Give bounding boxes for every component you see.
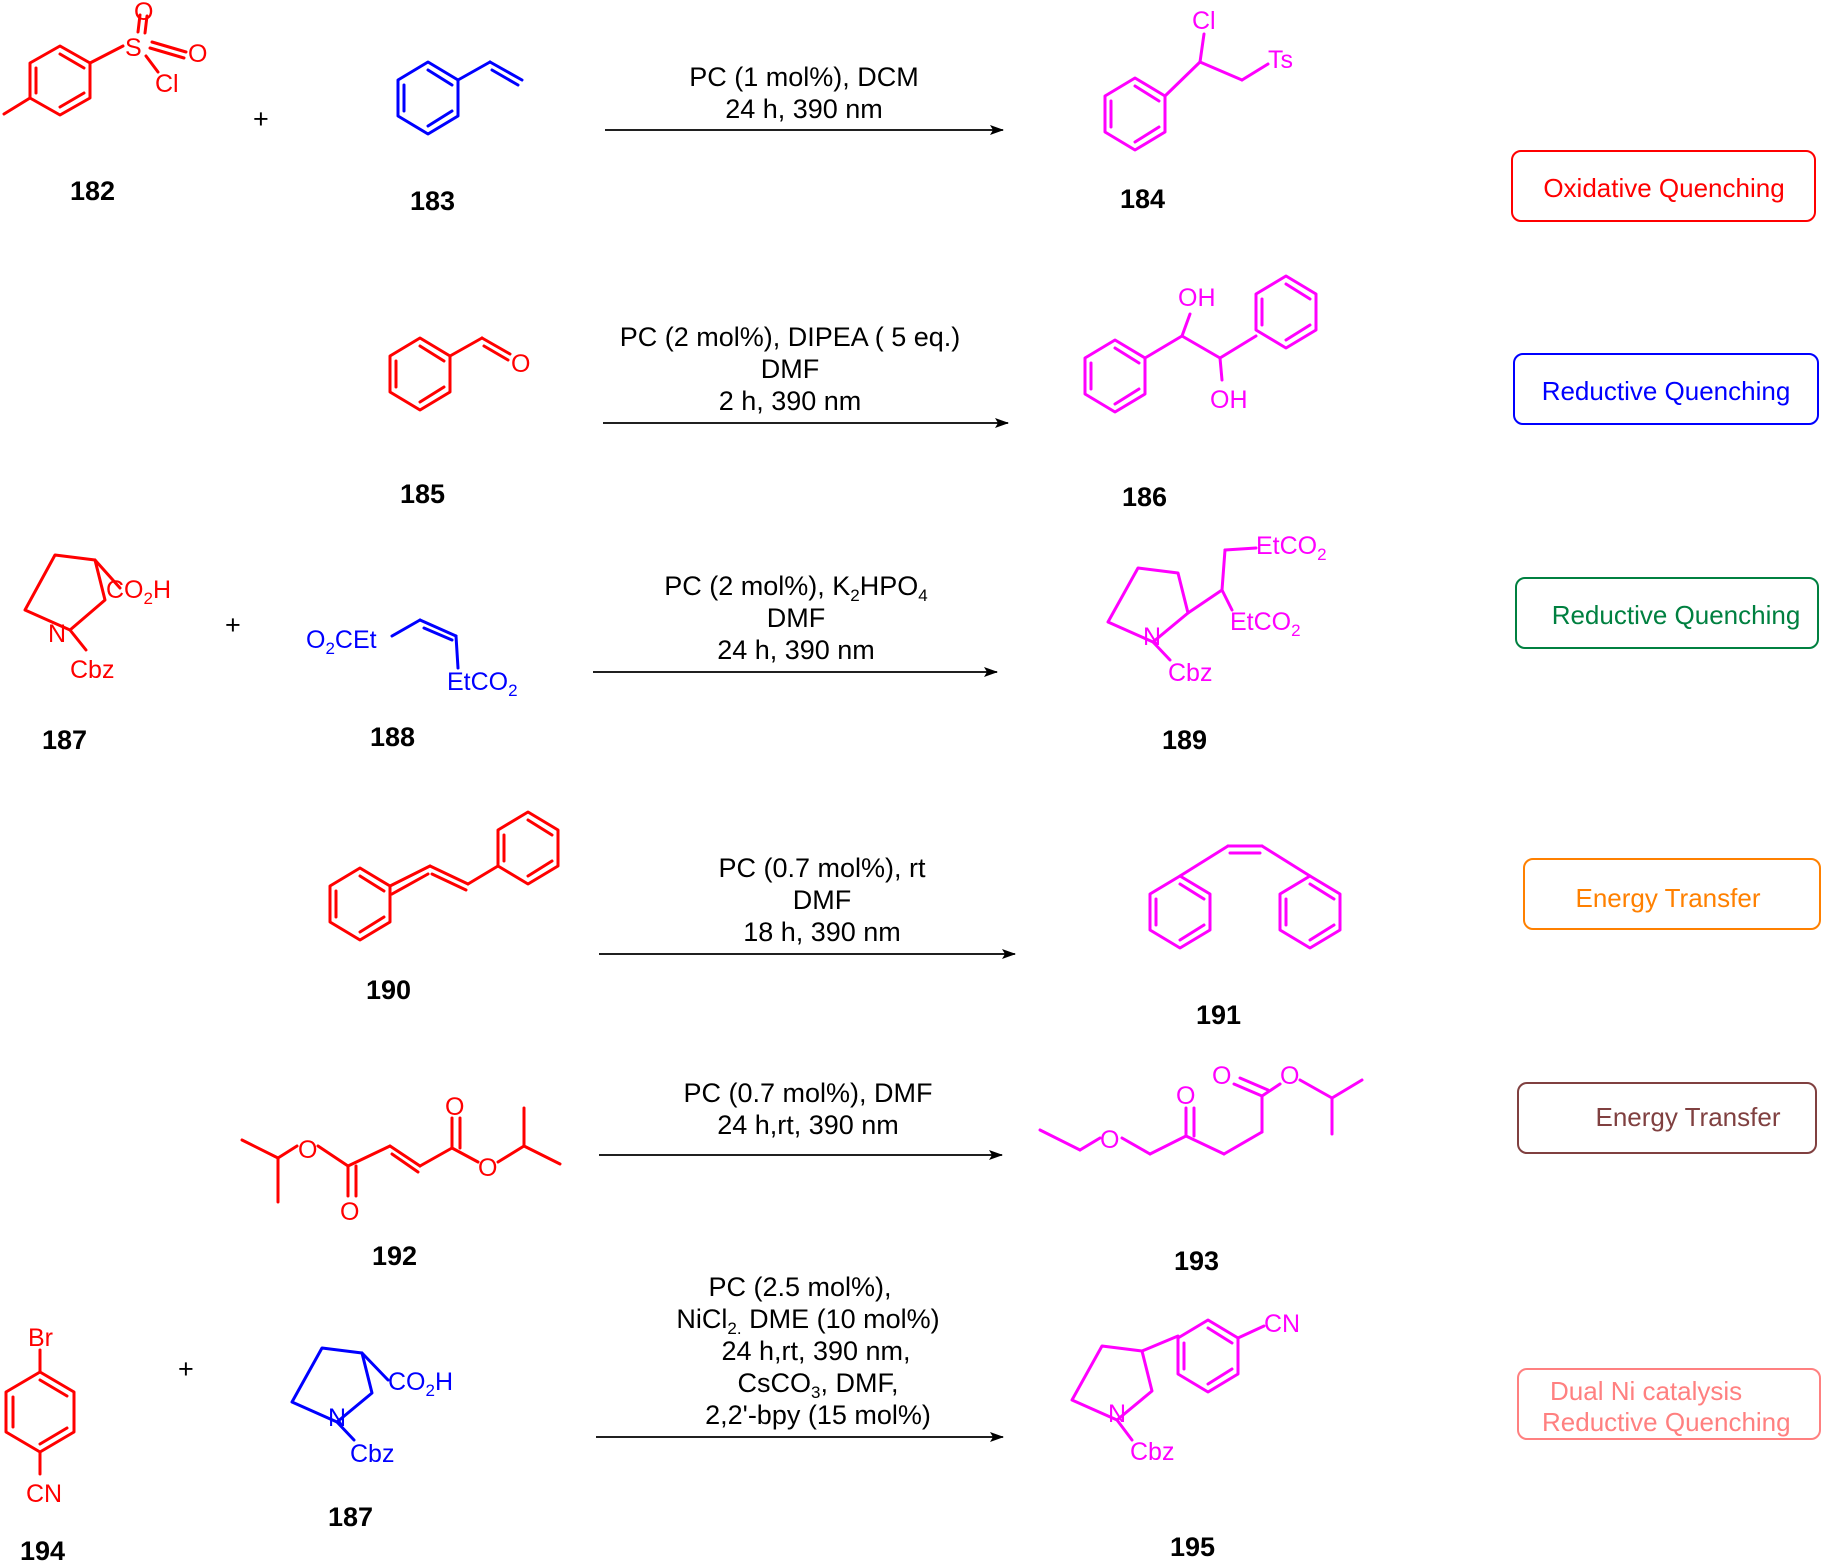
condition-line: 24 h, 390 nm xyxy=(717,635,875,665)
compound-192 xyxy=(240,1106,562,1204)
condition-line: 2 h, 390 nm xyxy=(719,386,862,416)
condition-line: DMF xyxy=(793,885,851,915)
atom-N: N xyxy=(48,620,66,648)
condition-line: 24 h,rt, 390 nm, xyxy=(721,1336,910,1366)
mechanism-label: Energy Transfer xyxy=(1576,883,1761,913)
condition-line: NiCl2. DME (10 mol%) xyxy=(676,1304,939,1338)
condition-line: PC (0.7 mol%), rt xyxy=(718,853,926,883)
compound-number-182: 182 xyxy=(70,176,115,206)
compound-188 xyxy=(390,618,460,670)
atom-CO2H: CO2H xyxy=(388,1368,453,1400)
mechanism-badge xyxy=(1517,1082,1817,1154)
condition-line: PC (2.5 mol%), xyxy=(708,1272,891,1302)
atom-O: O xyxy=(1176,1082,1195,1110)
atom-O: O xyxy=(134,0,153,26)
compound-number-183: 183 xyxy=(410,186,455,216)
atom-Br: Br xyxy=(28,1324,53,1352)
atom-O: O xyxy=(1212,1062,1231,1090)
mechanism-label: Dual Ni catalysis xyxy=(1550,1376,1742,1406)
compound-number-187: 187 xyxy=(328,1502,373,1532)
mechanism-label: Energy Transfer xyxy=(1596,1102,1781,1132)
condition-line: DMF xyxy=(761,354,819,384)
atom-EtCO2: EtCO2 xyxy=(1256,532,1327,564)
atom-Cbz: Cbz xyxy=(350,1440,394,1468)
condition-line: PC (1 mol%), DCM xyxy=(689,62,919,92)
compound-number-195: 195 xyxy=(1170,1532,1215,1562)
atom-O: O xyxy=(1280,1062,1299,1090)
compound-190 xyxy=(328,810,560,942)
compound-number-186: 186 xyxy=(1122,482,1167,512)
compound-183 xyxy=(396,60,524,136)
condition-line: 18 h, 390 nm xyxy=(743,917,901,947)
atom-O: O xyxy=(298,1136,317,1164)
mechanism-badge xyxy=(1523,858,1821,930)
compound-number-191: 191 xyxy=(1196,1000,1241,1030)
mechanism-badge xyxy=(1517,1368,1821,1440)
atom-O2CEt: O2CEt xyxy=(306,626,377,658)
plus-sign: + xyxy=(225,610,241,640)
mechanism-badge xyxy=(1515,577,1819,649)
mechanism-label: Reductive Quenching xyxy=(1552,600,1801,630)
plus-sign: + xyxy=(253,104,269,134)
compound-193 xyxy=(1038,1076,1364,1156)
atom-Cbz: Cbz xyxy=(1130,1438,1174,1466)
atom-O: O xyxy=(340,1198,359,1226)
atom-EtCO2: EtCO2 xyxy=(1230,608,1301,640)
compound-number-187: 187 xyxy=(42,725,87,755)
atom-CO2H: CO2H xyxy=(106,576,171,608)
condition-line: PC (2 mol%), K2HPO4 xyxy=(664,571,928,605)
compound-number-190: 190 xyxy=(366,975,411,1005)
compound-number-188: 188 xyxy=(370,722,415,752)
compound-number-192: 192 xyxy=(372,1241,417,1271)
atom-N: N xyxy=(1143,623,1161,651)
atom-Cl: Cl xyxy=(1192,7,1216,35)
atom-OH: OH xyxy=(1178,284,1216,312)
atom-S: S xyxy=(125,34,142,62)
atom-OH: OH xyxy=(1210,386,1248,414)
atom-O: O xyxy=(511,350,530,378)
atom-EtCO2: EtCO2 xyxy=(447,668,518,700)
atom-O: O xyxy=(478,1154,497,1182)
compound-number-185: 185 xyxy=(400,479,445,509)
compound-number-194: 194 xyxy=(20,1536,65,1565)
mechanism-badge xyxy=(1511,150,1816,222)
atom-CN: CN xyxy=(1264,1310,1300,1338)
compound-number-184: 184 xyxy=(1120,184,1165,214)
atom-O: O xyxy=(1100,1126,1119,1154)
compound-184 xyxy=(1103,32,1270,152)
mechanism-badge xyxy=(1513,353,1819,425)
condition-line: PC (2 mol%), DIPEA ( 5 eq.) xyxy=(620,322,961,352)
compound-number-189: 189 xyxy=(1162,725,1207,755)
condition-line: DMF xyxy=(767,603,825,633)
atom-Cbz: Cbz xyxy=(70,656,114,684)
atom-Ts: Ts xyxy=(1268,46,1293,74)
mechanism-label: Oxidative Quenching xyxy=(1543,173,1784,203)
compound-185 xyxy=(388,336,512,412)
compound-187 xyxy=(23,553,122,652)
compound-191 xyxy=(1148,844,1342,950)
mechanism-label: Reductive Quenching xyxy=(1542,1407,1791,1437)
plus-sign: + xyxy=(178,1354,194,1384)
compound-194 xyxy=(4,1348,76,1476)
atom-Cl: Cl xyxy=(155,70,179,98)
condition-line: CsCO3, DMF, xyxy=(738,1368,899,1402)
compound-number-193: 193 xyxy=(1174,1246,1219,1276)
atom-N: N xyxy=(328,1404,346,1432)
condition-line: 2,2'-bpy (15 mol%) xyxy=(705,1400,931,1430)
atom-O: O xyxy=(445,1093,464,1121)
condition-line: 24 h,rt, 390 nm xyxy=(717,1110,899,1140)
atom-O: O xyxy=(188,40,207,68)
condition-line: 24 h, 390 nm xyxy=(725,94,883,124)
compound-187b xyxy=(290,1346,390,1442)
compound-195 xyxy=(1070,1318,1266,1442)
atom-Cbz: Cbz xyxy=(1168,659,1212,687)
atom-CN: CN xyxy=(26,1480,62,1508)
mechanism-label: Reductive Quenching xyxy=(1542,376,1791,406)
compound-189 xyxy=(1106,546,1258,662)
condition-line: PC (0.7 mol%), DMF xyxy=(683,1078,932,1108)
atom-N: N xyxy=(1108,1400,1126,1428)
compound-186 xyxy=(1083,274,1318,414)
compound-182 xyxy=(2,13,188,117)
